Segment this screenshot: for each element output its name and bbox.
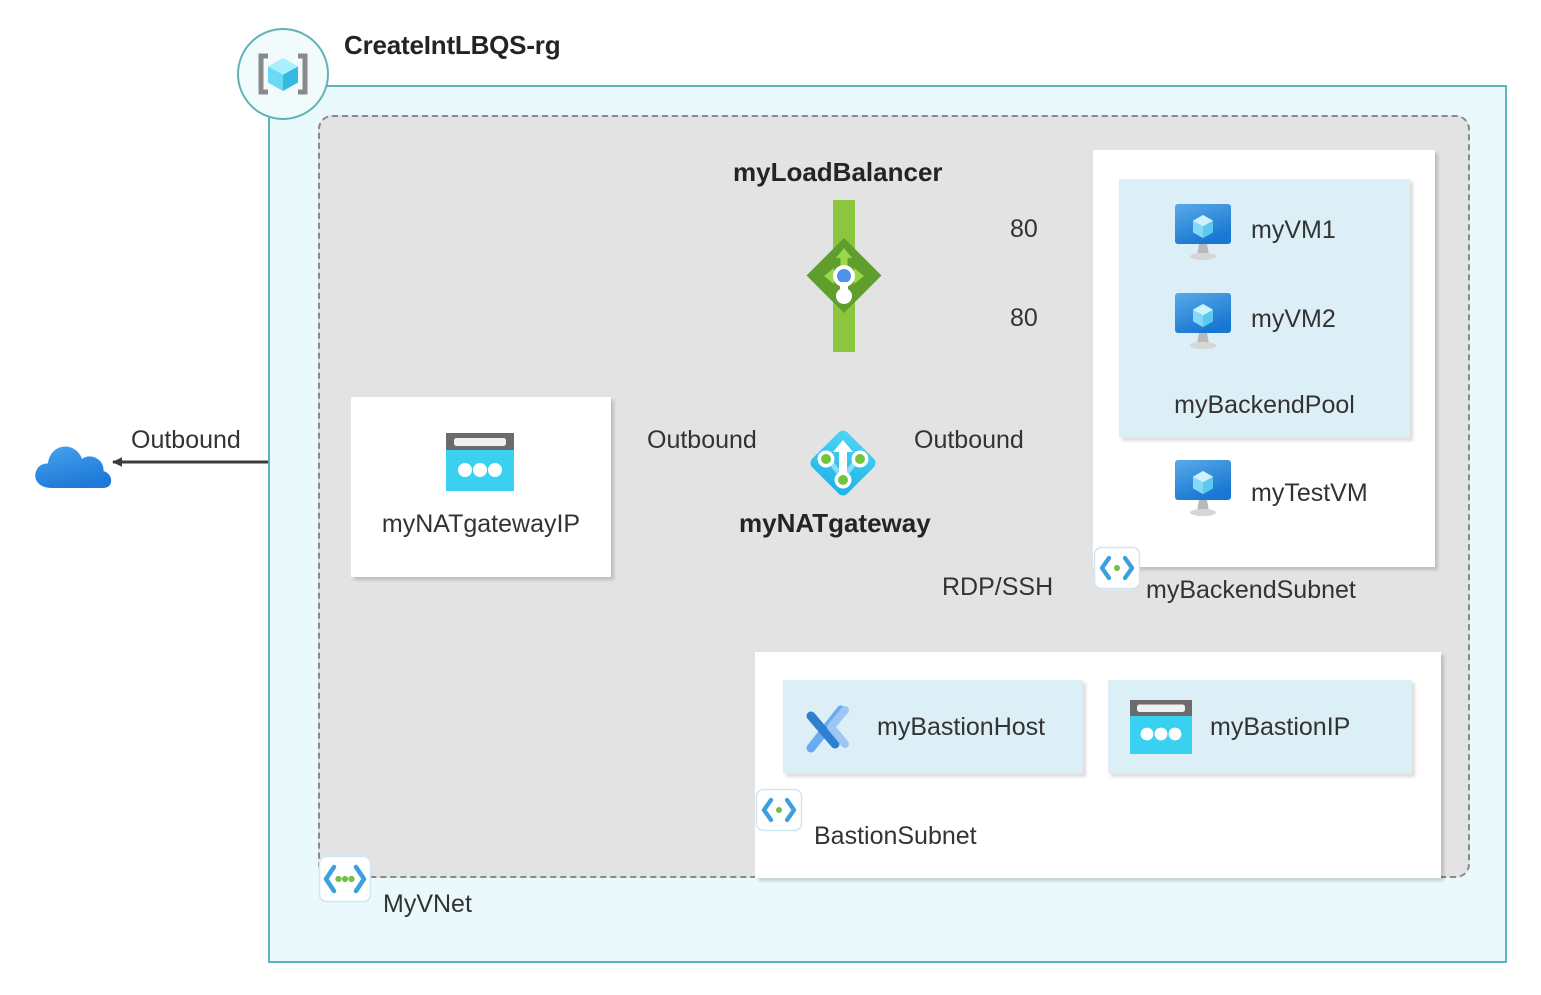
bastion-ip-tile[interactable]: myBastionIP bbox=[1108, 680, 1412, 774]
virtual-machine-icon[interactable] bbox=[1172, 456, 1234, 518]
outbound-natip-label: Outbound bbox=[647, 426, 757, 454]
bastion-subnet-label: BastionSubnet bbox=[814, 822, 977, 850]
vm2-label: myVM2 bbox=[1251, 305, 1336, 333]
nat-gateway-label: myNATgateway bbox=[739, 508, 931, 538]
vm1-label: myVM1 bbox=[1251, 216, 1336, 244]
bastion-host-label: myBastionHost bbox=[877, 712, 1046, 741]
cloud-icon bbox=[30, 432, 114, 492]
bastion-ip-label: myBastionIP bbox=[1210, 712, 1351, 741]
bastion-host-tile[interactable]: myBastionHost bbox=[783, 680, 1083, 774]
vnet-label: MyVNet bbox=[383, 890, 472, 918]
subnet-icon bbox=[755, 788, 803, 832]
virtual-machine-icon[interactable] bbox=[1172, 289, 1234, 351]
test-vm-label: myTestVM bbox=[1251, 479, 1368, 507]
virtual-machine-icon[interactable] bbox=[1172, 200, 1234, 262]
rule-port-1-label: 80 bbox=[1010, 215, 1038, 243]
nat-gateway-ip-label: myNATgatewayIP bbox=[381, 510, 581, 538]
backend-subnet-label: myBackendSubnet bbox=[1146, 576, 1356, 604]
resource-group-title: CreateIntLBQS-rg bbox=[344, 30, 561, 60]
outbound-subnet-label: Outbound bbox=[914, 426, 1024, 454]
nat-gateway-icon[interactable] bbox=[806, 426, 880, 500]
backend-pool-box bbox=[1119, 179, 1410, 438]
public-ip-icon bbox=[1130, 700, 1192, 754]
load-balancer-label: myLoadBalancer bbox=[733, 157, 943, 187]
public-ip-icon bbox=[446, 433, 514, 491]
subnet-icon bbox=[1093, 546, 1141, 590]
vnet-icon bbox=[318, 855, 372, 903]
outbound-internet-label: Outbound bbox=[131, 426, 241, 454]
rdp-ssh-label: RDP/SSH bbox=[942, 573, 1054, 601]
resource-group-icon bbox=[237, 28, 329, 120]
load-balancer-icon[interactable] bbox=[806, 200, 882, 352]
rule-port-2-label: 80 bbox=[1010, 304, 1038, 332]
bastion-icon bbox=[801, 698, 859, 756]
backend-pool-label: myBackendPool bbox=[1174, 391, 1355, 419]
